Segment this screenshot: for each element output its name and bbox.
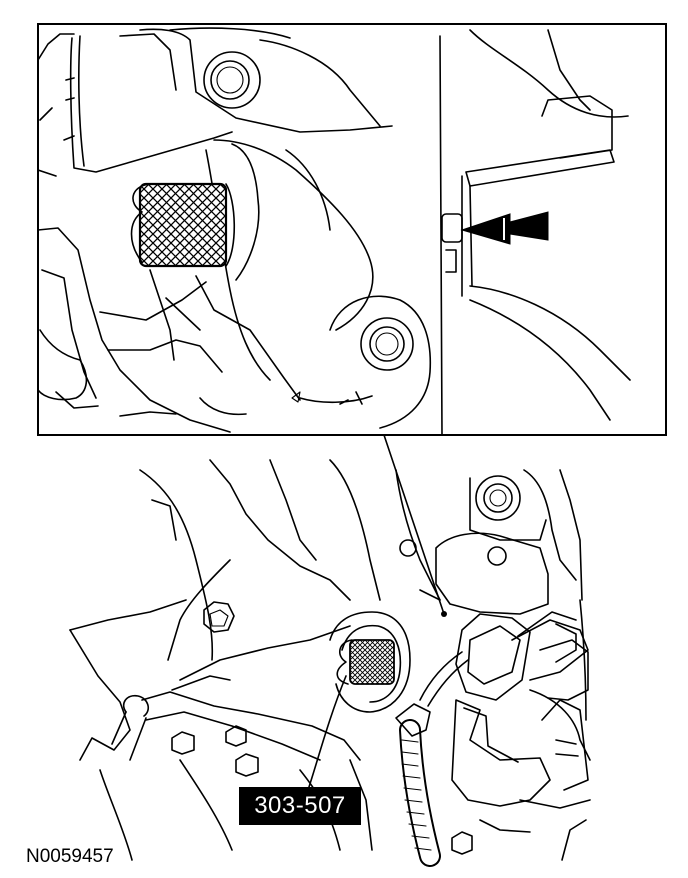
figure-id: N0059457 bbox=[26, 846, 114, 867]
detail-leader-line bbox=[383, 434, 445, 615]
indicator-arrow bbox=[460, 211, 549, 245]
main-view bbox=[69, 459, 591, 867]
wiring-harness bbox=[395, 651, 469, 867]
left-bolt bbox=[203, 601, 235, 633]
tool-callout-label: 303-507 bbox=[239, 787, 361, 825]
lower-bolt bbox=[360, 317, 414, 371]
top-right-bolt bbox=[475, 475, 521, 521]
callout-leader-line bbox=[307, 675, 347, 791]
sensor-connector bbox=[451, 611, 591, 833]
knurled-sleeve-detail bbox=[130, 182, 236, 268]
detail-view bbox=[37, 23, 667, 436]
linkage-bolts bbox=[171, 725, 259, 777]
detail-frame bbox=[37, 23, 667, 436]
knurled-sleeve-installed bbox=[336, 639, 395, 685]
upper-bolt bbox=[203, 51, 261, 109]
